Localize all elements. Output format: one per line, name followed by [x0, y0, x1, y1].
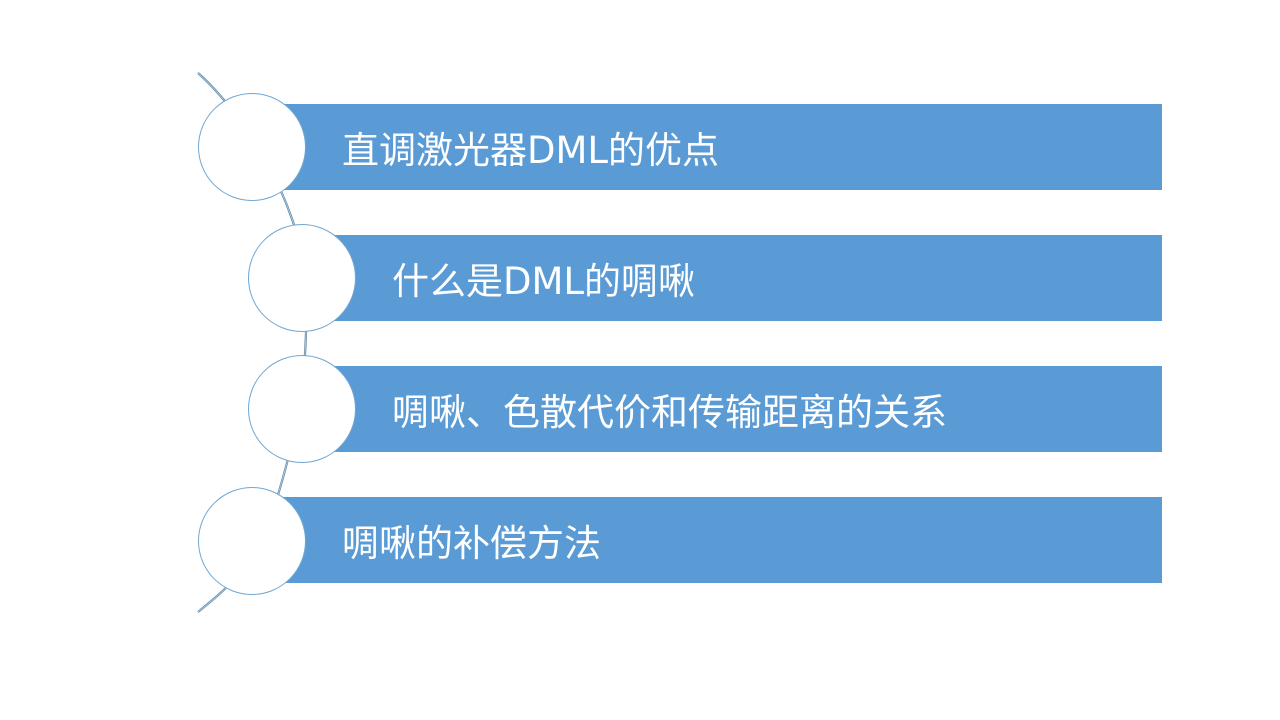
list-item-bar-4: 啁啾的补偿方法	[276, 497, 1162, 583]
list-item-label-4: 啁啾的补偿方法	[342, 522, 601, 565]
list-item-bar-3: 啁啾、色散代价和传输距离的关系	[326, 366, 1162, 452]
list-item-circle-4	[198, 487, 306, 595]
list-item-label-2: 什么是DML的啁啾	[392, 260, 696, 303]
list-item-bar-2: 什么是DML的啁啾	[326, 235, 1162, 321]
list-item-label-3: 啁啾、色散代价和传输距离的关系	[392, 391, 947, 434]
list-item-circle-2	[248, 224, 356, 332]
list-item-circle-3	[248, 355, 356, 463]
list-item-label-1: 直调激光器DML的优点	[342, 129, 720, 172]
list-item-bar-1: 直调激光器DML的优点	[276, 104, 1162, 190]
list-item-circle-1	[198, 93, 306, 201]
